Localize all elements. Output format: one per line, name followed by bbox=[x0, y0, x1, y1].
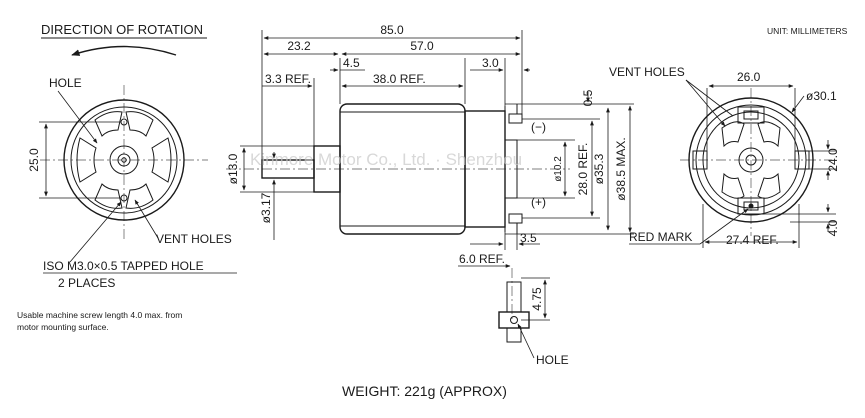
tapped-leader bbox=[69, 201, 122, 263]
dim-26-label: 26.0 bbox=[737, 70, 761, 84]
dim-57-label: 57.0 bbox=[410, 39, 434, 53]
rear-view bbox=[680, 84, 836, 248]
direction-of-rotation-label: DIRECTION OF ROTATION bbox=[41, 22, 203, 37]
terminal-detail: 4.75 bbox=[498, 268, 550, 343]
terminal-hole-label: HOLE bbox=[536, 353, 569, 367]
dim-13-label: ø13.0 bbox=[226, 153, 240, 184]
dim-24-label: 24.0 bbox=[826, 148, 840, 172]
dim-38-label: 38.0 REF. bbox=[373, 72, 426, 86]
terminal-hole bbox=[510, 316, 518, 324]
front-shaft-center bbox=[121, 157, 127, 163]
rear-vent-holes-label: VENT HOLES bbox=[609, 65, 685, 79]
red-mark-leader bbox=[699, 208, 749, 245]
dim-3-0-label: 3.0 bbox=[482, 56, 499, 70]
rear-terminal-top-slot bbox=[743, 110, 759, 120]
side-view bbox=[226, 103, 570, 235]
dim-35-3-label: ø35.3 bbox=[592, 153, 606, 184]
dim-6-0-label: 6.0 REF. bbox=[459, 252, 505, 266]
dim-23-2-label: 23.2 bbox=[287, 39, 311, 53]
front-vent-leader bbox=[134, 199, 159, 239]
dim-3-17-label: ø3.17 bbox=[259, 192, 273, 223]
rotation-arrow-icon bbox=[71, 45, 177, 56]
front-shaft-circle bbox=[117, 153, 131, 167]
front-hole-leader bbox=[57, 90, 98, 144]
terminal-foot bbox=[506, 327, 522, 343]
rear-side-clip-right bbox=[794, 150, 810, 170]
weight-label: WEIGHT: 221g (APPROX) bbox=[342, 383, 507, 399]
dim-25-label: 25.0 bbox=[27, 148, 41, 172]
units-label: UNIT: MILLIMETERS bbox=[767, 26, 848, 36]
front-boss-circle bbox=[109, 145, 139, 175]
terminal-positive bbox=[508, 213, 523, 224]
rear-vent-holes bbox=[721, 121, 781, 199]
rear-side-clip-left bbox=[692, 150, 708, 170]
terminal-tab bbox=[506, 281, 522, 313]
dim-4-5-label: 4.5 bbox=[343, 56, 360, 70]
front-vent-holes bbox=[76, 111, 172, 209]
dim-4-75-label: 4.75 bbox=[530, 287, 544, 311]
dim-3-3-label: 3.3 REF. bbox=[265, 72, 311, 86]
front-outer-circle bbox=[63, 99, 185, 221]
dim-38-5-label: ø38.5 MAX. bbox=[614, 137, 628, 200]
rear-shaft-circle bbox=[745, 154, 757, 166]
front-view: 25.0 bbox=[27, 85, 208, 240]
red-mark-label: RED MARK bbox=[629, 230, 692, 244]
rear-terminal-bottom-slot bbox=[743, 201, 759, 211]
rear-outer-circle bbox=[688, 97, 814, 223]
front-hole-label: HOLE bbox=[49, 76, 82, 90]
mounting-note-line-2: motor mounting surface. bbox=[17, 322, 109, 332]
front-vent-holes-label: VENT HOLES bbox=[156, 232, 232, 246]
dim-85-label: 85.0 bbox=[380, 23, 404, 37]
rear-vent-leader-a bbox=[685, 79, 726, 127]
dim-3-5-label: 3.5 bbox=[520, 231, 537, 245]
dim-30-1-label: ø30.1 bbox=[806, 89, 837, 103]
mounting-note-line-1: Usable machine screw length 4.0 max. fro… bbox=[17, 310, 182, 320]
dim-28-label: 28.0 REF. bbox=[576, 143, 590, 196]
dim-10-2-label: ø10.2 bbox=[553, 156, 564, 182]
terminal-hole-leader bbox=[517, 323, 535, 359]
terminal-negative-label: (−) bbox=[531, 120, 546, 134]
dim-27-4-label: 27.4 REF. bbox=[726, 233, 779, 247]
red-mark-dot bbox=[748, 203, 754, 209]
rear-terminal-bottom bbox=[737, 197, 765, 215]
rear-boss-circle bbox=[738, 147, 764, 173]
dim-30-1-leader bbox=[791, 95, 805, 113]
tapped-places-label: 2 PLACES bbox=[58, 276, 115, 290]
terminal-positive-label: (+) bbox=[531, 195, 546, 209]
rear-inner-circle bbox=[695, 104, 807, 216]
tapped-hole-label: ISO M3.0×0.5 TAPPED HOLE bbox=[43, 259, 204, 273]
rear-vent-leader-b bbox=[685, 79, 734, 117]
rear-bearing bbox=[504, 139, 518, 199]
watermark-text: Kinmore Motor Co., Ltd. · Shenzhou bbox=[250, 150, 522, 169]
terminal-negative bbox=[508, 113, 523, 124]
dim-0-5-label: 0.5 bbox=[581, 89, 595, 106]
dim-4-label: 4.0 bbox=[826, 219, 840, 236]
rear-terminal-top bbox=[737, 106, 765, 124]
front-inner-circle bbox=[70, 106, 178, 214]
